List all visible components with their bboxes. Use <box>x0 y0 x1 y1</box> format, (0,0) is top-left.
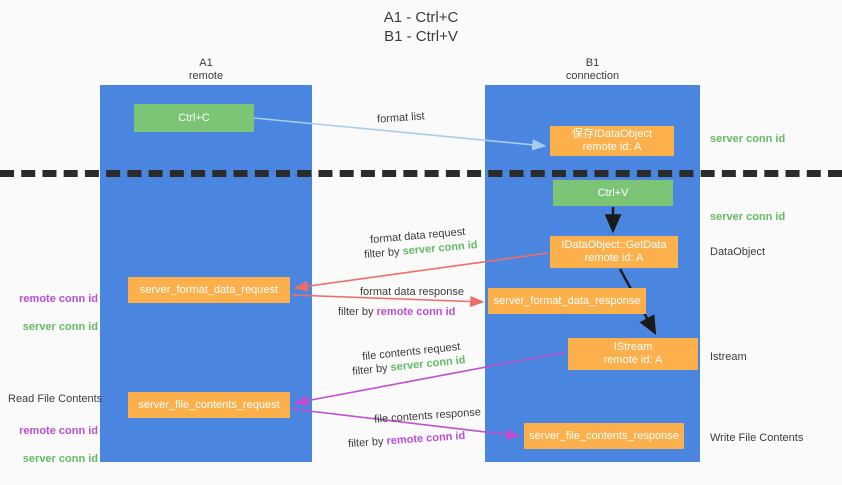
label-conn-id-group-1: remote conn id server conn id <box>10 278 98 334</box>
page-title: A1 - Ctrl+C B1 - Ctrl+V <box>383 9 459 45</box>
filter-value-remote-conn-id: remote conn id <box>386 429 466 448</box>
filter-prefix: filter by <box>351 361 392 378</box>
lane-header-a1: A1 remote <box>188 57 224 82</box>
caption-format-list: format list <box>376 110 426 126</box>
node-save-idataobject[interactable]: 保存IDataObject remote id: A <box>550 126 674 156</box>
label-dataobject: DataObject <box>710 246 766 258</box>
node-server-file-contents-response[interactable]: server_file_contents_response <box>524 423 684 449</box>
node-istream[interactable]: IStream remote id: A <box>568 338 698 370</box>
filter-prefix: filter by <box>347 435 387 451</box>
label-remote-conn-id-2: remote conn id <box>19 425 98 437</box>
filter-prefix: filter by <box>338 306 377 318</box>
label-server-conn-id-mid: server conn id <box>710 211 786 223</box>
caption-file-contents-response-filter: filter by remote conn id <box>348 429 466 451</box>
node-ctrl-v[interactable]: Ctrl+V <box>553 180 673 206</box>
caption-format-data-response: format data response <box>360 286 464 298</box>
label-conn-id-group-2: remote conn id server conn id <box>14 410 98 466</box>
lane-header-b1: B1 connection <box>565 57 620 82</box>
node-server-format-data-response[interactable]: server_format_data_response <box>488 288 646 314</box>
node-server-file-contents-request[interactable]: server_file_contents_request <box>128 392 290 418</box>
filter-prefix: filter by <box>363 245 404 261</box>
phase-separator-dashed-line <box>0 170 842 177</box>
label-read-file-contents: Read File Contents <box>8 393 103 405</box>
caption-file-contents-response: file contents response <box>373 406 482 426</box>
label-server-conn-id-2: server conn id <box>22 453 98 465</box>
filter-value-remote-conn-id: remote conn id <box>376 306 456 318</box>
label-server-conn-id-top: server conn id <box>710 133 786 145</box>
caption-format-data-response-filter: filter by remote conn id <box>338 305 455 319</box>
label-write-file-contents: Write File Contents <box>710 432 804 444</box>
label-server-conn-id-1: server conn id <box>22 321 98 333</box>
node-idataobject-getdata[interactable]: IDataObject::GetData remote id: A <box>550 236 678 268</box>
label-remote-conn-id-1: remote conn id <box>19 293 98 305</box>
label-istream: Istream <box>710 351 747 363</box>
node-ctrl-c[interactable]: Ctrl+C <box>134 104 254 132</box>
node-server-format-data-request[interactable]: server_format_data_request <box>128 277 290 303</box>
